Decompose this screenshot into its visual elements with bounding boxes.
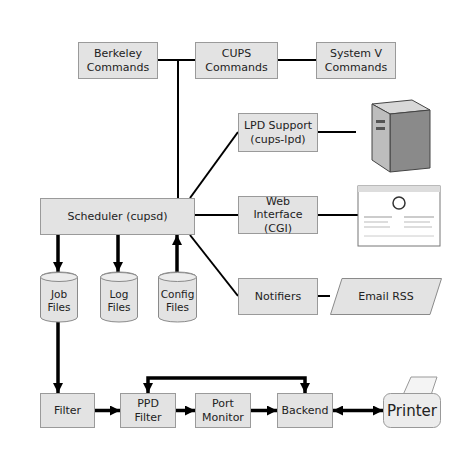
connector	[178, 60, 316, 198]
output-shape: Email RSS	[330, 278, 442, 315]
connector	[333, 409, 383, 413]
node-label: Email RSS	[358, 290, 414, 303]
connector	[116, 235, 120, 272]
connector	[195, 214, 238, 216]
process-box: Backend	[277, 393, 333, 428]
connector	[176, 409, 195, 413]
connector	[251, 409, 277, 413]
service-box: Notifiers	[238, 278, 318, 315]
leader-line	[318, 131, 356, 133]
node-label: Filter	[54, 404, 81, 417]
node-label: Notifiers	[255, 290, 301, 303]
service-box: Web Interface (CGI)	[238, 196, 318, 234]
node-label: Log Files	[102, 288, 136, 313]
file-store: Job Files	[40, 272, 78, 322]
node-label: Job Files	[42, 288, 76, 313]
server-illustration	[372, 100, 430, 172]
process-box: Port Monitor	[195, 393, 251, 428]
node-label: Printer	[387, 402, 437, 420]
web-screenshot	[358, 186, 440, 246]
command-box: System V Commands	[316, 42, 396, 79]
node-label: Scheduler (cupsd)	[68, 210, 168, 223]
command-box: Berkeley Commands	[78, 42, 158, 79]
node-label: Berkeley Commands	[81, 47, 155, 73]
node-label: PPD Filter	[123, 397, 173, 423]
node-label: Config Files	[160, 288, 195, 313]
node-label: Backend	[281, 404, 328, 417]
leader-line	[318, 214, 358, 216]
command-box: CUPS Commands	[195, 42, 278, 79]
node-label: System V Commands	[319, 47, 393, 73]
connector	[56, 235, 60, 272]
node-label: Port Monitor	[198, 397, 248, 423]
connector	[95, 409, 120, 413]
file-store: Log Files	[100, 272, 138, 322]
connector	[148, 378, 305, 393]
connector	[318, 295, 330, 297]
connector	[190, 132, 238, 198]
node-label: CUPS Commands	[198, 47, 275, 73]
connector	[56, 322, 60, 393]
process-box: Filter	[40, 393, 95, 428]
node-label: Web Interface (CGI)	[241, 195, 315, 235]
file-store: Config Files	[158, 272, 197, 322]
connector	[175, 235, 179, 272]
scheduler-box: Scheduler (cupsd)	[40, 198, 195, 235]
connector	[158, 60, 178, 198]
node-label: LPD Support (cups-lpd)	[241, 119, 315, 145]
service-box: LPD Support (cups-lpd)	[238, 113, 318, 152]
connector	[190, 235, 238, 296]
process-box: PPD Filter	[120, 393, 176, 428]
connector	[178, 60, 195, 198]
printer-shape: Printer	[383, 393, 441, 428]
